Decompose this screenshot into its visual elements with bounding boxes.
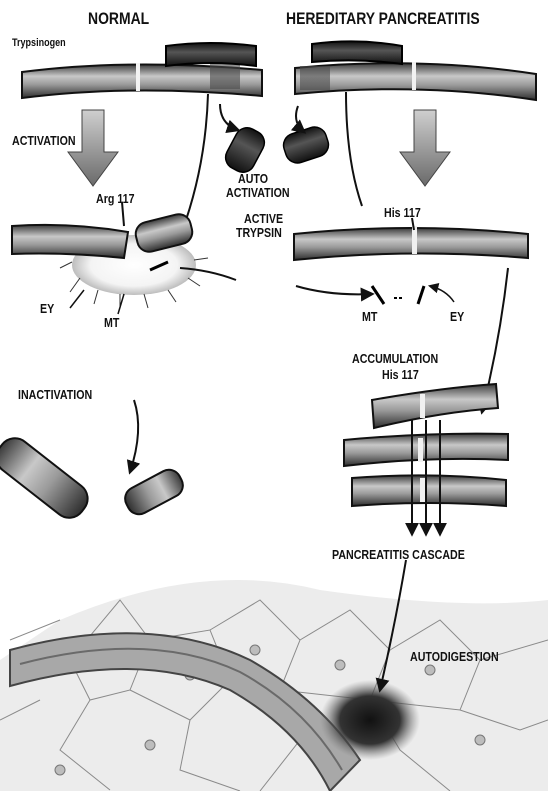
auto-arrow-left	[220, 104, 238, 130]
accumulated-rod-3	[352, 475, 506, 506]
label-ey-right: EY	[450, 310, 464, 324]
blocked-arrow	[296, 286, 372, 294]
label-mt-right: MT	[362, 310, 377, 324]
label-accumulation: ACCUMULATION	[352, 352, 438, 366]
label-cascade: PANCREATITIS CASCADE	[332, 548, 465, 562]
label-auto-1: AUTO	[238, 172, 268, 186]
auto-arrow-right	[296, 106, 304, 132]
pancreatic-tissue	[0, 560, 548, 791]
label-active-1: ACTIVE	[244, 212, 283, 226]
label-arg117: Arg 117	[96, 192, 135, 206]
his117-rod	[294, 226, 528, 260]
heading-hereditary: HEREDITARY PANCREATITIS	[286, 10, 480, 28]
ey-right-arrow	[430, 286, 454, 302]
link-line-right	[346, 92, 362, 206]
auto-activation-capsule-left	[221, 124, 268, 177]
enzyme-dark-left	[166, 43, 256, 66]
auto-activation-capsule-right	[280, 124, 331, 166]
label-activation: ACTIVATION	[12, 134, 76, 148]
accumulated-rod-1	[372, 384, 498, 428]
heading-normal: NORMAL	[88, 10, 149, 28]
mt-left-pointer	[118, 294, 124, 314]
trypsin-cleaved-rod-b	[133, 212, 195, 255]
enzyme-dark-right	[312, 41, 402, 64]
label-inactivation: INACTIVATION	[18, 388, 92, 402]
link-line-left	[186, 94, 208, 220]
activation-arrow-hereditary	[400, 110, 450, 186]
label-mt-left: MT	[104, 316, 119, 330]
label-his117-stack: His 117	[382, 368, 419, 382]
inactivation-arrow	[130, 400, 138, 472]
label-autodigestion: AUTODIGESTION	[410, 650, 499, 664]
label-trypsinogen: Trypsinogen	[12, 38, 66, 50]
label-ey-left: EY	[40, 302, 54, 316]
activation-arrow-normal	[68, 110, 118, 186]
blocker-bar-left	[372, 286, 384, 304]
inactivated-rod-b	[121, 466, 187, 519]
trypsinogen-normal-rod	[22, 63, 262, 98]
label-his117-top: His 117	[384, 206, 421, 220]
inactivated-rod-a	[0, 432, 94, 524]
label-auto-2: ACTIVATION	[226, 186, 290, 200]
trypsinogen-hereditary-rod	[295, 62, 536, 100]
label-active-2: TRYPSIN	[236, 226, 282, 240]
blocker-bar-right	[418, 286, 424, 304]
ey-left-pointer	[70, 290, 84, 308]
trypsin-cleaved-rod-a	[12, 225, 128, 258]
